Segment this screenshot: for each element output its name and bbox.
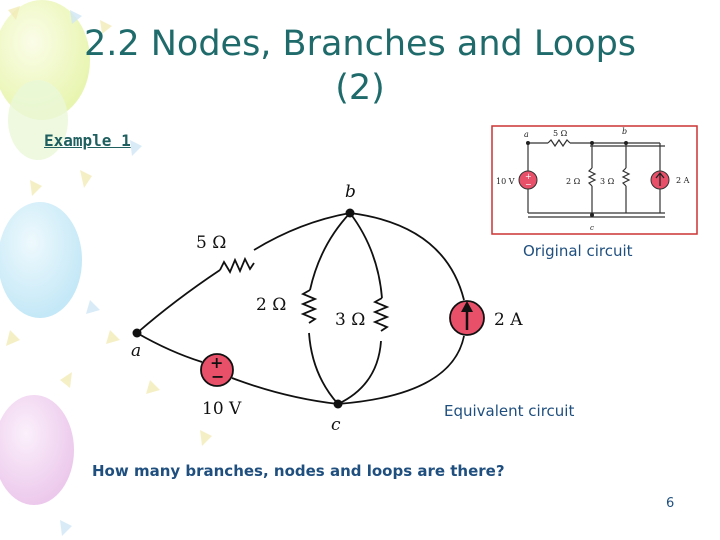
eq-resistor-5-label: 5 Ω	[196, 233, 226, 253]
balloon-green	[8, 80, 68, 160]
balloon-blue	[0, 202, 82, 318]
original-circuit: + − 10 V 2 Ω 3 Ω 2 A a b c 5 Ω	[491, 125, 698, 235]
orig-node-b-label: b	[622, 127, 627, 136]
eq-voltage-source-label: 10 V	[202, 399, 242, 419]
eq-voltage-source	[200, 353, 234, 387]
eq-wire-5ohm-to-b	[253, 212, 351, 251]
orig-current-arrow-icon	[655, 171, 665, 186]
orig-node-b2	[624, 141, 628, 145]
eq-resistor-2-label: 2 Ω	[256, 295, 286, 315]
orig-node-a	[526, 141, 530, 145]
title-line-1: 2.2 Nodes, Branches and Loops	[83, 24, 637, 64]
original-circuit-caption: Original circuit	[523, 242, 633, 260]
eq-node-a	[132, 328, 142, 338]
eq-node-c	[333, 399, 343, 409]
eq-resistor-5	[219, 256, 255, 274]
eq-wire-b-2ohm-bottom	[308, 332, 339, 405]
eq-wire-current-source-to-c	[337, 335, 465, 405]
eq-plus-sign: +	[210, 353, 223, 372]
eq-resistor-2	[300, 289, 318, 324]
equivalent-circuit-caption: Equivalent circuit	[444, 402, 575, 420]
eq-node-b-label: b	[345, 182, 356, 202]
eq-wire-a-to-source	[136, 332, 203, 363]
equivalent-circuit	[136, 212, 465, 405]
orig-minus-sign: −	[525, 180, 532, 189]
confetti	[6, 6, 212, 446]
orig-resistor-5	[547, 138, 571, 148]
eq-current-source-label: 2 A	[494, 310, 523, 330]
title-line-2: (2)	[335, 68, 385, 108]
equivalent-circuit-parts: + − a b c 5 Ω 2 Ω 3 Ω 2 A 10 V	[131, 182, 523, 435]
orig-current-label: 2 A	[676, 176, 690, 185]
orig-node-b1	[590, 141, 594, 145]
confetti-blue	[60, 10, 142, 536]
eq-resistor-3	[372, 297, 390, 332]
page-number: 6	[666, 496, 675, 511]
example-label: Example 1	[44, 131, 131, 150]
orig-plus-sign: +	[525, 172, 532, 181]
eq-wire-b-3ohm-top	[349, 212, 383, 299]
orig-voltage-label: 10 V	[496, 177, 515, 186]
orig-node-c-label: c	[590, 224, 594, 232]
question-text: How many branches, nodes and loops are t…	[92, 462, 505, 480]
orig-resistor-2-label: 2 Ω	[566, 177, 581, 186]
eq-resistor-3-label: 3 Ω	[335, 310, 365, 330]
orig-resistor-3	[621, 167, 631, 187]
eq-node-c-label: c	[331, 415, 341, 435]
orig-resistor-3-label: 3 Ω	[600, 177, 615, 186]
eq-node-b	[345, 208, 355, 218]
eq-minus-sign: −	[211, 367, 224, 386]
orig-resistor-2	[587, 167, 597, 187]
eq-wire-a-to-5ohm	[136, 269, 221, 334]
orig-voltage-source	[518, 170, 538, 190]
balloon-purple	[0, 395, 74, 505]
orig-node-c	[590, 213, 594, 217]
slide-title: 2.2 Nodes, Branches and Loops (2)	[30, 22, 690, 110]
eq-wire-source-to-c	[231, 377, 339, 405]
eq-node-a-label: a	[131, 341, 141, 361]
orig-resistor-5-label: 5 Ω	[553, 129, 568, 138]
eq-wire-b-3ohm-bottom	[337, 340, 382, 405]
eq-wire-b-2ohm-top	[309, 212, 351, 291]
eq-wire-b-to-current-source	[349, 212, 465, 301]
eq-current-arrowhead-icon	[461, 301, 473, 312]
orig-node-a-label: a	[524, 130, 529, 139]
